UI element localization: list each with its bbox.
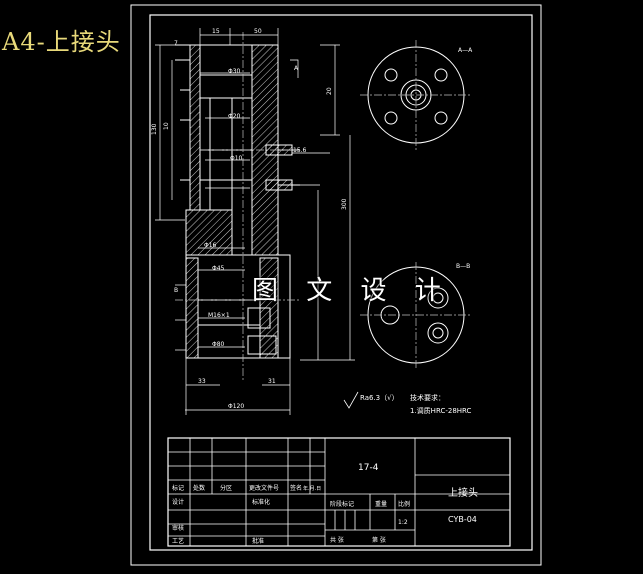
dim-d80: Φ80 bbox=[212, 341, 225, 348]
label-sheet-total: 共 张 bbox=[330, 536, 344, 544]
watermark-text: 图 文 设 计 bbox=[252, 276, 451, 306]
drawing-number-top: 17-4 bbox=[358, 463, 379, 473]
hdr-change-doc: 更改文件号 bbox=[249, 484, 279, 492]
scale-value: 1:2 bbox=[398, 519, 408, 526]
center-lines bbox=[175, 32, 300, 380]
dimension-labels: 15 50 Φ30 Φ20 Φ10 15.6 Φ16 Φ45 M16×1 Φ80… bbox=[151, 28, 348, 410]
dim-15-6: 15.6 bbox=[293, 147, 307, 154]
tech-requirement-1: 1.调质HRC-28HRC bbox=[410, 406, 472, 415]
hdr-count: 处数 bbox=[193, 484, 205, 492]
dim-d45: Φ45 bbox=[212, 265, 225, 272]
dimension-lines bbox=[155, 28, 355, 415]
dim-10: 10 bbox=[163, 122, 170, 130]
dim-d16: Φ16 bbox=[204, 242, 217, 249]
label-design: 设计 bbox=[172, 498, 184, 506]
dim-m16: M16×1 bbox=[208, 312, 230, 319]
technical-notes: Ra6.3（√） 技术要求： 1.调质HRC-28HRC bbox=[343, 391, 472, 415]
dim-130: 130 bbox=[151, 123, 158, 135]
title-block-text: 17-4 上接头 CYB-04 1:2 标记 处数 分区 更改文件号 签名 年.… bbox=[172, 463, 478, 545]
part-name: 上接头 bbox=[448, 486, 478, 499]
label-sheet-num: 第 张 bbox=[372, 536, 386, 544]
cut-mark-a: A bbox=[294, 65, 299, 72]
section-b-label: B—B bbox=[456, 263, 470, 270]
label-review: 审核 bbox=[172, 524, 184, 532]
dim-33: 33 bbox=[198, 378, 206, 385]
cut-mark-b: B bbox=[174, 287, 178, 294]
outer-border bbox=[130, 4, 542, 566]
hatch-lower-left bbox=[185, 257, 199, 359]
title-block bbox=[167, 437, 511, 547]
inner-border bbox=[149, 14, 533, 551]
label-weight: 重量 bbox=[375, 500, 387, 508]
hdr-sign: 签名 bbox=[290, 484, 302, 492]
dim-d20: Φ20 bbox=[228, 113, 241, 120]
hdr-zone: 分区 bbox=[220, 484, 232, 492]
dim-50: 50 bbox=[254, 28, 262, 35]
dim-20: 20 bbox=[326, 87, 333, 95]
label-standard: 标准化 bbox=[252, 498, 270, 506]
label-stage-mark: 阶段标记 bbox=[330, 500, 354, 508]
roughness-note: Ra6.3（√） bbox=[360, 394, 399, 402]
dim-15: 15 bbox=[212, 28, 220, 35]
section-b-view bbox=[360, 262, 472, 368]
label-process: 工艺 bbox=[172, 537, 184, 545]
hdr-mark: 标记 bbox=[172, 484, 184, 492]
dim-d120: Φ120 bbox=[228, 403, 244, 410]
hatch-wall-left bbox=[189, 44, 201, 211]
label-approve: 批准 bbox=[252, 537, 264, 545]
section-a-label: A—A bbox=[458, 47, 473, 54]
dim-7: 7 bbox=[174, 40, 178, 47]
section-a-view bbox=[360, 40, 472, 150]
hdr-date: 年.月.日 bbox=[303, 485, 321, 492]
label-scale: 比例 bbox=[398, 500, 410, 508]
dim-d10: Φ10 bbox=[230, 155, 243, 162]
tech-requirement-title: 技术要求： bbox=[410, 393, 445, 402]
drawing-code: CYB-04 bbox=[448, 515, 477, 524]
sheet-title: A4-上接头 bbox=[2, 28, 121, 56]
dim-31: 31 bbox=[268, 378, 276, 385]
dim-300: 300 bbox=[341, 198, 348, 210]
dim-d30: Φ30 bbox=[228, 68, 241, 75]
main-section-view bbox=[175, 44, 300, 359]
